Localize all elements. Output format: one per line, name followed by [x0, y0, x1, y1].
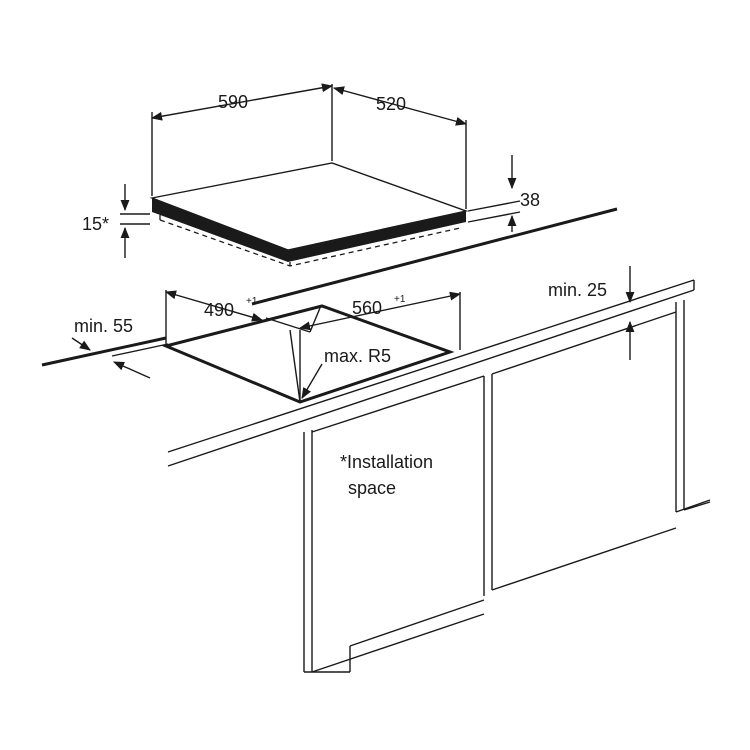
- min-front-label: min. 55: [74, 316, 133, 336]
- radius-callout: max. R5: [301, 346, 391, 399]
- dimension-min-wall: min. 25: [548, 266, 635, 360]
- dimension-height-total: 38: [467, 155, 540, 232]
- installation-note: *Installation space: [340, 452, 433, 498]
- dimension-height-front: 15*: [82, 184, 150, 258]
- height-total-label: 38: [520, 190, 540, 210]
- cutout-depth-tolerance: +1: [394, 294, 406, 305]
- dimension-depth: 520: [332, 86, 468, 209]
- note-line-1: *Installation: [340, 452, 433, 472]
- cutout-depth-label: 560: [352, 298, 382, 318]
- depth-label: 520: [376, 94, 406, 114]
- hob-glass-edge: [152, 198, 466, 262]
- worktop-back-edge: [251, 207, 618, 306]
- cutout-width-tolerance: +1: [246, 296, 258, 307]
- max-radius-label: max. R5: [324, 346, 391, 366]
- dimension-cutout-width: 490 +1: [164, 290, 264, 322]
- hob: [149, 162, 469, 267]
- dimension-width: 590: [150, 83, 334, 196]
- cabinet: [303, 300, 711, 673]
- dimension-min-front: min. 55: [71, 316, 151, 379]
- worktop-front-edge: [41, 336, 167, 367]
- width-label: 590: [218, 92, 248, 112]
- worktop: [41, 207, 695, 467]
- cutout-width-label: 490: [204, 300, 234, 320]
- height-front-label: 15*: [82, 214, 109, 234]
- note-line-2: space: [348, 478, 396, 498]
- min-wall-label: min. 25: [548, 280, 607, 300]
- dimension-cutout-depth: 560 +1: [298, 291, 462, 331]
